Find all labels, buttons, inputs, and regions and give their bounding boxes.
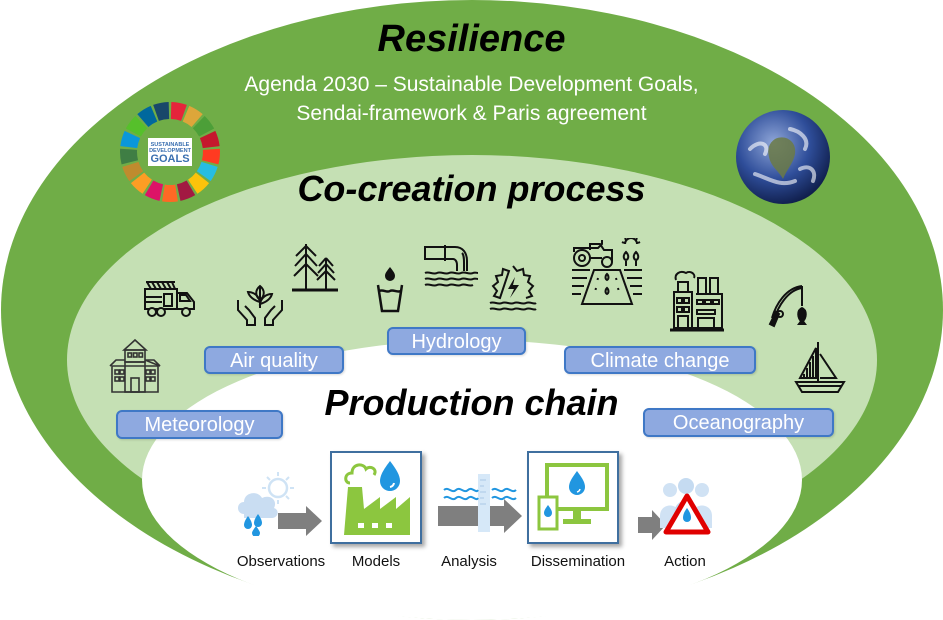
sdg-text-1: SUSTAINABLE: [151, 142, 190, 148]
outflow-pipe-icon: [424, 245, 479, 287]
sdg-goal-segment: [182, 105, 203, 128]
sdg-goal-segment: [120, 148, 139, 165]
factory-icon: [670, 270, 724, 332]
sailboat-icon: [794, 342, 846, 393]
resilience-title: Resilience: [377, 18, 566, 60]
earth-globe-icon: [736, 110, 830, 204]
school-building-icon: [109, 338, 161, 393]
pine-trees-icon: [292, 244, 338, 292]
resilience-subtitle-line2: Sendai-framework & Paris agreement: [296, 102, 647, 125]
plant-in-hands-icon: [237, 284, 283, 326]
sdg-goal-segment: [176, 180, 196, 201]
sdg-goal-segment: [120, 130, 141, 149]
sdg-text-2: DEVELOPMENT: [149, 148, 192, 154]
sdg-goal-segment: [153, 102, 170, 121]
sdg-goal-segment: [170, 102, 187, 121]
sdg-goal-segment: [137, 105, 158, 128]
tag-oceanography: Oceanography: [643, 408, 834, 437]
factory-water-drop-icon: [344, 461, 410, 535]
sdg-goal-segment: [125, 115, 148, 137]
tag-climate-change: Climate change: [564, 346, 756, 374]
tag-air-quality: Air quality: [204, 346, 344, 374]
sdg-goal-segment: [122, 161, 144, 182]
screen-phone-drop-icon: [537, 463, 609, 531]
sdg-text-3: GOALS: [150, 153, 189, 165]
tag-meteorology: Meteorology: [116, 410, 283, 439]
sdg-goal-segment: [199, 130, 220, 149]
sdg-wheel-icon: SUSTAINABLE DEVELOPMENT GOALS: [120, 102, 220, 202]
models-box: [330, 451, 422, 544]
step-label-dissemination: Dissemination: [530, 553, 626, 570]
sdg-center-box: [148, 138, 192, 166]
cloud-rain-sun-icon: [238, 472, 294, 536]
co-creation-title: Co-creation process: [297, 168, 646, 209]
sdg-goal-segment: [188, 172, 210, 194]
sdg-goal-segment: [192, 115, 215, 137]
fire-truck-icon: [144, 281, 195, 317]
dissemination-box: [527, 451, 619, 544]
arrow-dissemination-to-action: [638, 510, 666, 540]
production-chain-title: Production chain: [324, 382, 619, 423]
step-label-analysis: Analysis: [441, 553, 497, 570]
arrow-observations-to-models: [278, 506, 322, 536]
water-gauge-icon: [438, 474, 522, 533]
step-label-observations: Observations: [236, 553, 326, 570]
resilience-subtitle-line1: Agenda 2030 – Sustainable Development Go…: [244, 73, 699, 96]
hydropower-icon: [489, 265, 537, 311]
warning-triangle-people-icon: [660, 478, 712, 535]
sdg-goal-segment: [201, 148, 220, 165]
sdg-goal-segment: [130, 172, 152, 194]
step-label-models: Models: [351, 553, 401, 570]
sdg-goal-segment: [162, 184, 178, 202]
tractor-farm-icon: [572, 238, 642, 305]
step-label-action: Action: [664, 553, 706, 570]
production-chain-ellipse: [142, 340, 802, 620]
fishing-rod-icon: [768, 285, 807, 328]
sdg-goal-segment: [196, 161, 218, 182]
water-glass-icon: [376, 267, 404, 313]
tag-hydrology: Hydrology: [387, 327, 526, 355]
sdg-goal-segment: [144, 180, 164, 201]
